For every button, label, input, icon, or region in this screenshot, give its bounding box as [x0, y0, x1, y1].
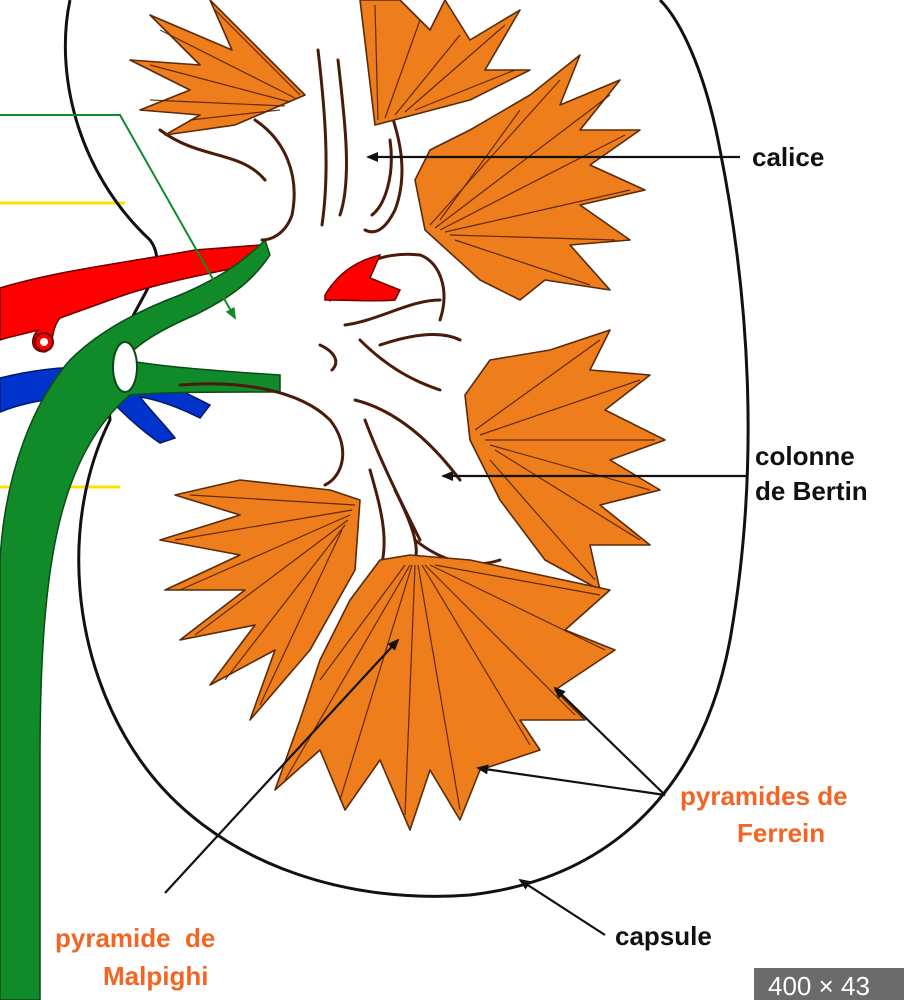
- label-ferrein-line1: pyramides de: [680, 781, 848, 811]
- arrow-ferrein-1: [553, 686, 666, 796]
- label-calice: calice: [752, 142, 824, 172]
- label-malpighi-line2: Malpighi: [103, 961, 208, 991]
- image-size-badge: 400 × 43: [754, 968, 904, 1000]
- label-capsule: capsule: [615, 921, 712, 951]
- pyramid-top-left: [129, 0, 306, 136]
- pyramid-right-lower: [464, 329, 666, 591]
- renal-sinus-outlines: [158, 48, 502, 572]
- arrow-capsule: [518, 878, 606, 936]
- pyramid-right-upper: [414, 54, 646, 301]
- label-colonne-line1: colonne: [755, 441, 855, 471]
- arrow-ferrein-2: [476, 764, 666, 797]
- pyramid-left-lower: [159, 479, 361, 721]
- arteriole-in-sinus: [324, 253, 402, 302]
- label-ferrein-line2: Ferrein: [737, 818, 825, 848]
- label-colonne-line2: de Bertin: [755, 476, 868, 506]
- label-malpighi-line1: pyramide de: [55, 923, 215, 953]
- arrow-malpighi: [164, 638, 400, 894]
- pyramid-top-center: [359, 0, 531, 126]
- green-guide-arrow: [0, 114, 236, 320]
- renal-artery: [0, 244, 262, 353]
- pyramid-bottom: [274, 554, 616, 831]
